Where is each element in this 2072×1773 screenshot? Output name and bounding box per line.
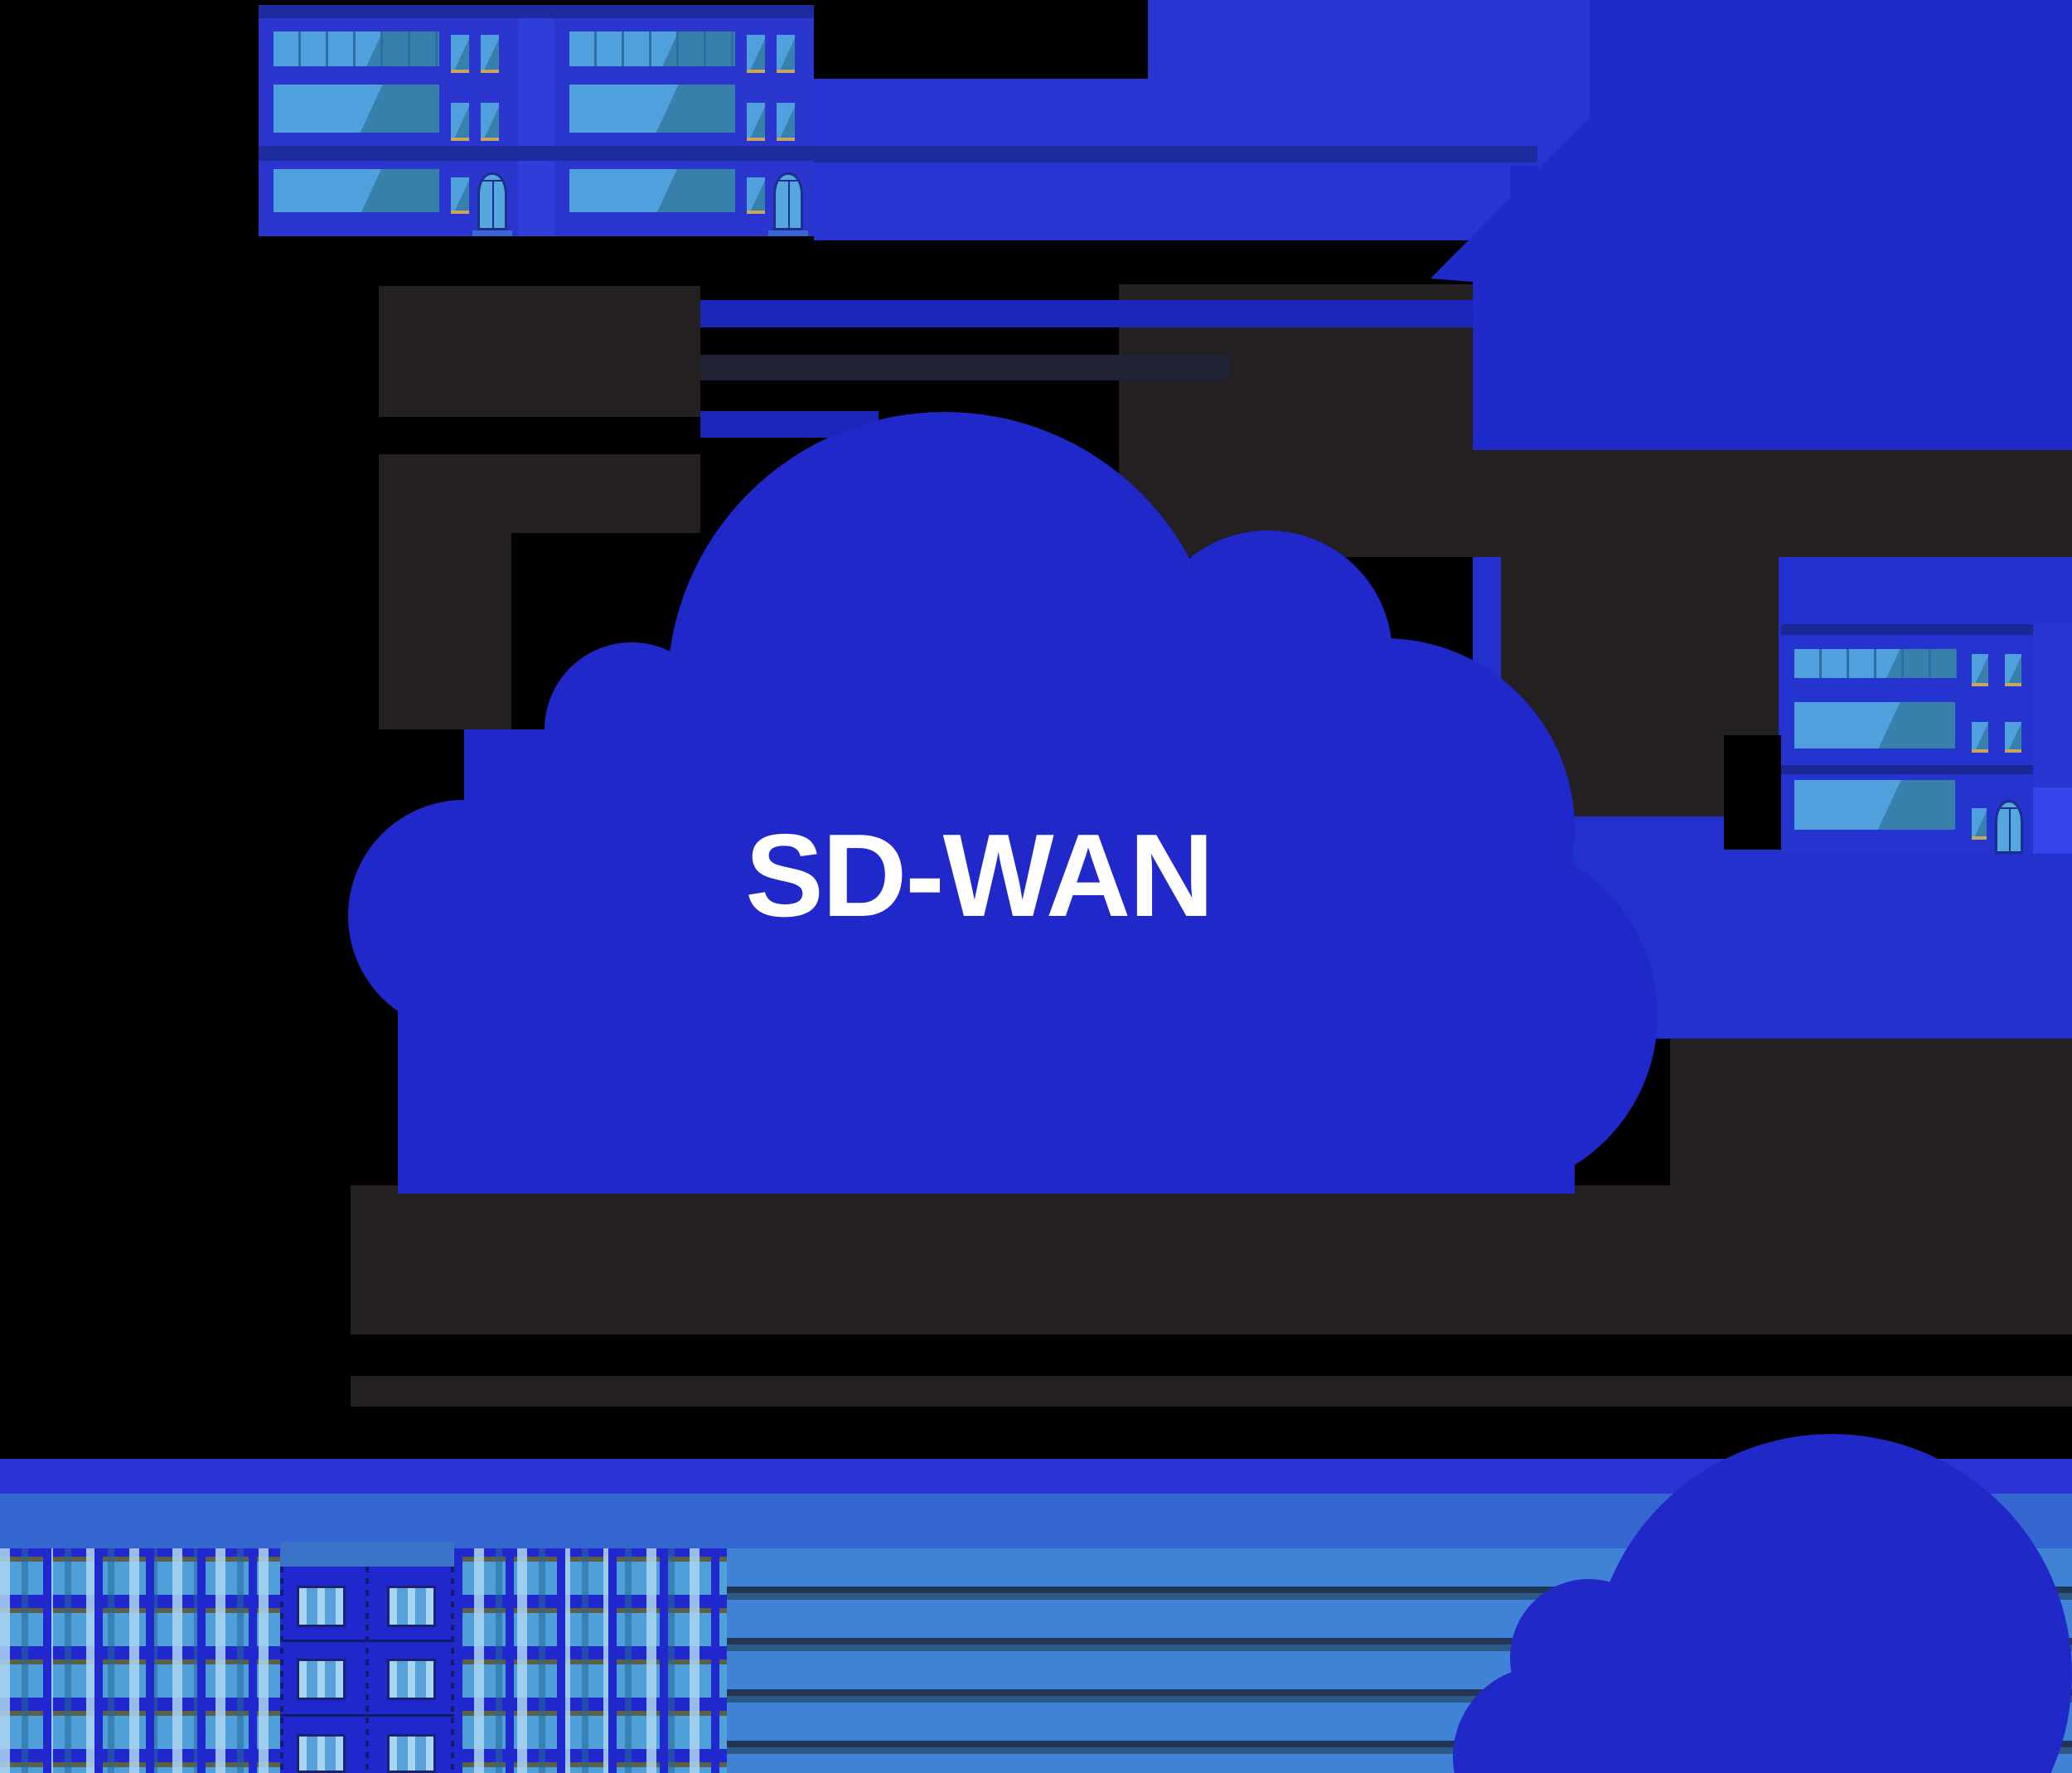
ribbon-window: [1794, 649, 1957, 678]
entry-door: [773, 172, 803, 230]
large-window: [274, 85, 439, 133]
small-window: [747, 177, 765, 211]
tower-window: [297, 1734, 346, 1773]
window-sill: [451, 70, 469, 73]
small-window: [777, 35, 795, 70]
link-bar-top: [700, 300, 1473, 327]
small-window: [747, 103, 765, 138]
window-sill: [777, 138, 795, 141]
background-notch: [1724, 735, 1781, 850]
tower-window: [297, 1586, 346, 1627]
large-window: [569, 85, 735, 133]
storefront-window: [274, 169, 439, 212]
hq-tower-cap: [280, 1542, 454, 1567]
small-window: [747, 35, 765, 70]
tower-window: [387, 1734, 436, 1773]
floor-line-link: [814, 146, 1537, 162]
tower-window: [387, 1586, 436, 1627]
window-sill: [2005, 683, 2021, 686]
datacenter-roof: [1781, 624, 2033, 635]
small-window: [1972, 808, 1987, 836]
small-window: [481, 35, 499, 70]
hq-tower: [280, 1542, 454, 1773]
small-window: [777, 103, 795, 138]
dark-band-under-cloud: [351, 1185, 2072, 1335]
ribbon-window: [569, 31, 735, 66]
window-sill: [777, 70, 795, 73]
datacenter-edge-strip-bright: [2033, 787, 2072, 854]
sky-polygon-notch: [1510, 166, 1539, 279]
window-sill: [481, 138, 499, 141]
small-window: [1972, 654, 1988, 683]
small-window: [451, 35, 469, 70]
window-sill: [451, 138, 469, 141]
branch-office-building-icon: [259, 5, 814, 236]
large-window: [1794, 702, 1955, 748]
branch-floor-divider: [259, 146, 814, 161]
window-sill: [2005, 749, 2021, 753]
window-sill: [451, 211, 469, 214]
door-step: [472, 230, 512, 236]
branch-connector: [518, 18, 554, 236]
network-device-block-b: [379, 454, 700, 533]
dark-block-lower-right: [1670, 1039, 2072, 1185]
data-center-building-icon: [1781, 624, 2033, 854]
small-window: [481, 103, 499, 138]
small-window: [1972, 722, 1988, 749]
window-sill: [1972, 683, 1988, 686]
small-window: [2005, 722, 2021, 749]
window-sill: [1972, 749, 1988, 753]
ribbon-window: [274, 31, 439, 66]
window-sill: [747, 70, 765, 73]
link-bar-middle: [700, 355, 1230, 380]
tower-seam: [280, 1567, 283, 1773]
small-window: [2005, 654, 2021, 683]
storefront-window: [1794, 780, 1955, 830]
dark-band-right: [1242, 450, 2072, 557]
door-step: [768, 230, 808, 236]
branch-roof: [259, 5, 814, 18]
sdwan-cloud-label: SD-WAN: [745, 810, 1214, 942]
datacenter-floor-divider: [1781, 765, 2033, 774]
window-sill: [481, 70, 499, 73]
cloud-body: [398, 916, 1575, 1194]
window-sill: [747, 211, 765, 214]
ground-shadow-line: [351, 1376, 2072, 1407]
tower-seam: [366, 1567, 369, 1773]
entry-door: [477, 172, 507, 230]
small-window: [451, 177, 469, 211]
entry-door: [1995, 800, 2023, 854]
window-sill: [1972, 836, 1987, 840]
storefront-window: [569, 169, 735, 212]
tower-seam: [451, 1567, 454, 1773]
network-device-block-b-leg: [379, 533, 511, 729]
tower-window: [387, 1659, 436, 1700]
tower-window: [297, 1659, 346, 1700]
network-device-block-a: [379, 286, 700, 417]
window-sill: [747, 138, 765, 141]
small-window: [451, 103, 469, 138]
cloud-body: [1544, 1658, 2022, 1773]
